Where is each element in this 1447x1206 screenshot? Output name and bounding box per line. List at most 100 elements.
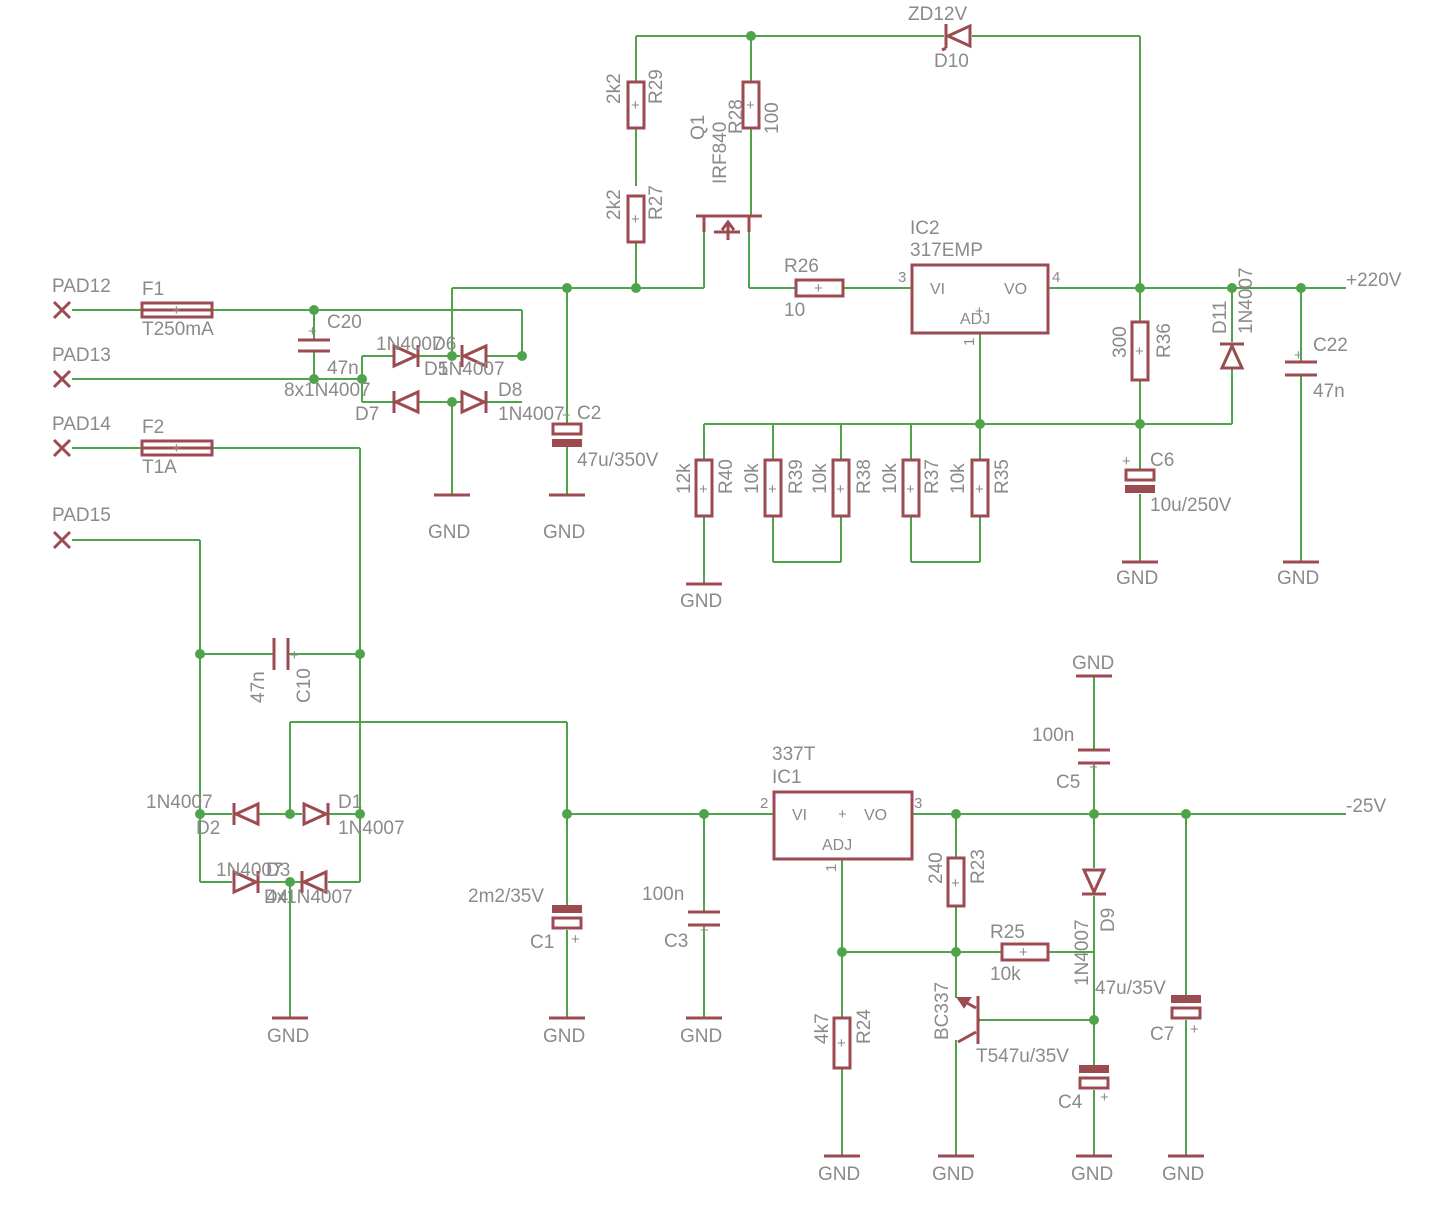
f1-value: T250mA	[142, 319, 214, 340]
gnd-13: GND	[1162, 1164, 1204, 1185]
gnd-9: GND	[680, 1026, 722, 1047]
svg-text:+: +	[699, 481, 708, 498]
r38-body	[831, 458, 851, 518]
ic2-pin3: 3	[898, 269, 906, 286]
r28-body	[741, 80, 761, 130]
r39-label: R39	[786, 459, 807, 494]
plus-marks: ++ ++ ++ ++ ++ ++ ++ ++ ++ ++ ++ ++ ++ +	[172, 97, 1303, 1106]
r28-label: R28	[726, 99, 747, 134]
svg-text:+: +	[906, 481, 915, 498]
pad13-label: PAD13	[52, 345, 111, 366]
fuses	[140, 301, 214, 457]
svg-text:+: +	[700, 922, 709, 939]
svg-text:+: +	[172, 302, 181, 319]
r36-body	[1130, 320, 1150, 382]
r27-value: 2k2	[604, 189, 625, 220]
pad14-label: PAD14	[52, 414, 111, 435]
gnd-3: GND	[680, 591, 722, 612]
svg-text:+: +	[768, 481, 777, 498]
c20-value: 47n	[327, 358, 359, 379]
d5-value: 1N4007	[376, 334, 443, 355]
svg-text:+: +	[1122, 453, 1131, 470]
svg-text:+: +	[1190, 1021, 1199, 1038]
c5-label: C5	[1056, 772, 1080, 793]
ic2-pin1: 1	[961, 338, 978, 346]
c10-value: 47n	[248, 671, 269, 703]
r23-value: 240	[926, 852, 947, 884]
d9-label: D9	[1098, 908, 1119, 932]
gnd-1: GND	[428, 522, 470, 543]
c1-label: C1	[530, 932, 554, 953]
bridge-bot-label: 4x1N4007	[266, 887, 353, 908]
r25-label: R25	[990, 922, 1025, 943]
pad15-label: PAD15	[52, 505, 111, 526]
c3-value: 100n	[642, 884, 684, 905]
svg-text:+: +	[951, 875, 960, 892]
c5-value: 100n	[1032, 725, 1074, 746]
d10-label: D10	[934, 51, 969, 72]
ic2-label: IC2	[910, 218, 940, 239]
gnd-10: GND	[818, 1164, 860, 1185]
f1-label: F1	[142, 279, 164, 300]
d7-label: D7	[355, 404, 379, 425]
d5-label: D5	[424, 359, 448, 380]
svg-text:+: +	[1089, 759, 1098, 776]
r37-body	[901, 458, 921, 518]
r26-label: R26	[784, 256, 819, 277]
gnd-4: GND	[1116, 568, 1158, 589]
ic1-pin1: 1	[823, 864, 840, 872]
r29-label: R29	[646, 69, 667, 104]
r37-value: 10k	[880, 463, 901, 494]
r36-value: 300	[1110, 326, 1131, 358]
svg-text:+: +	[975, 303, 984, 320]
ic2-adj: ADJ	[960, 311, 990, 328]
neg-rail-label: -25V	[1346, 796, 1386, 817]
r35-value: 10k	[948, 463, 969, 494]
r40-value: 12k	[674, 463, 695, 494]
d2-value: 1N4007	[146, 792, 213, 813]
r27-body	[626, 194, 646, 244]
resistors	[626, 80, 1150, 1070]
d3-value: 1N4007	[216, 860, 283, 881]
d8-label: D8	[498, 380, 522, 401]
svg-text:+: +	[838, 806, 847, 823]
c3-label: C3	[664, 931, 688, 952]
r26-value: 10	[784, 300, 805, 321]
r40-body	[694, 458, 714, 518]
labels: PAD12 PAD13 PAD14 PAD15 F1 T250mA F2 T1A…	[52, 4, 1402, 1185]
f2-label: F2	[142, 417, 164, 438]
c20-label: C20	[327, 312, 362, 333]
d11-value: 1N4007	[1236, 267, 1257, 334]
r36-label: R36	[1154, 323, 1175, 358]
r38-label: R38	[854, 459, 875, 494]
gnd-11: GND	[932, 1164, 974, 1185]
f2-value: T1A	[142, 457, 177, 478]
ic1-adj: ADJ	[822, 837, 852, 854]
r40-label: R40	[716, 459, 737, 494]
q1-label: Q1	[688, 115, 709, 140]
gnd-7: GND	[267, 1026, 309, 1047]
ics	[772, 263, 1050, 861]
pad12-label: PAD12	[52, 276, 111, 297]
r23-label: R23	[968, 849, 989, 884]
r27-label: R27	[646, 185, 667, 220]
r39-body	[763, 458, 783, 518]
svg-text:+: +	[746, 97, 755, 114]
d8-value: 1N4007	[498, 404, 565, 425]
svg-text:+: +	[631, 97, 640, 114]
gnd-12: GND	[1071, 1164, 1113, 1185]
r24-body	[832, 1016, 852, 1070]
c7-value: 47u/35V	[1095, 978, 1166, 999]
r25-body	[1000, 942, 1050, 962]
ic1-label: IC1	[772, 767, 802, 788]
gnd-2: GND	[543, 522, 585, 543]
d9-value: 1N4007	[1072, 919, 1093, 986]
r28-value: 100	[762, 102, 783, 134]
svg-text:+: +	[836, 481, 845, 498]
d1-value: 1N4007	[338, 818, 405, 839]
ic1-vo: VO	[864, 807, 887, 824]
d6-value: 1N4007	[438, 359, 505, 380]
q1-value: IRF840	[710, 122, 731, 184]
d3-label: D3	[266, 860, 290, 881]
r23-body	[946, 856, 966, 908]
